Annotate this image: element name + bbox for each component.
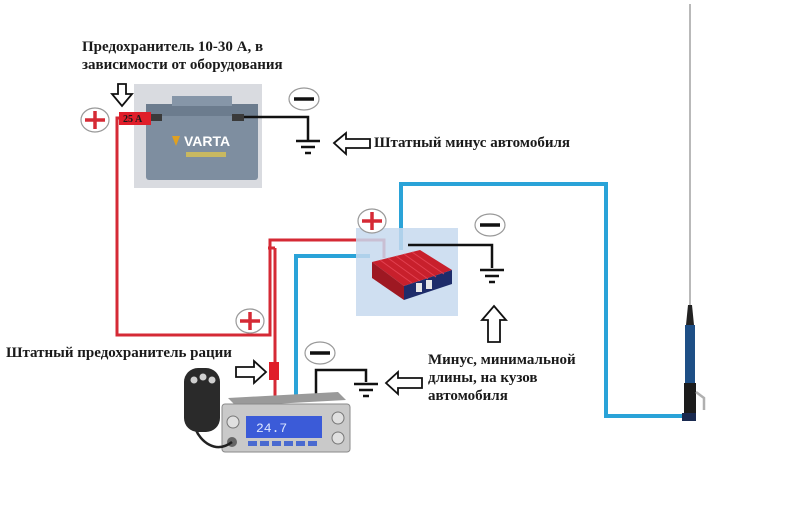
battery-fuse-label-line: зависимости от оборудования: [82, 57, 283, 73]
microphone-body: [184, 368, 220, 432]
ground-symbol-icon: [354, 382, 378, 398]
arrow-left-icon: [384, 369, 423, 397]
radio-fuse: [269, 362, 279, 380]
battery: VARTA: [134, 84, 262, 188]
plus-symbol-icon: [80, 107, 110, 133]
amp-ground-label-line: автомобиля: [428, 388, 508, 404]
arrow-left-icon: [332, 131, 371, 157]
minus-symbol-icon: [304, 341, 336, 365]
battery-terminal-negative: [232, 114, 244, 121]
coax-amp-to-antenna: [399, 182, 688, 418]
radio-display-value: 24.7: [256, 421, 287, 436]
radio-fuse-label: Штатный предохранитель рации: [6, 345, 232, 361]
car-ground-label: Штатный минус автомобиля: [374, 135, 571, 151]
battery-ground-wire: [244, 115, 310, 140]
radio-display: [246, 416, 322, 438]
microphone: [184, 368, 233, 449]
battery-lid: [146, 104, 258, 116]
cb-radio: 24.7: [221, 392, 351, 453]
radio-knob: [226, 415, 240, 429]
antenna: [682, 4, 706, 421]
plus-symbol-icon: [235, 308, 265, 334]
radio-knob: [331, 411, 345, 425]
arrow-right-icon: [235, 358, 268, 386]
ground-symbol-icon: [296, 139, 320, 155]
radio-ground-wire: [314, 368, 368, 398]
amp-ground-label: Минус, минимальной длины, на кузов автом…: [428, 351, 576, 405]
amp-ground-label-line: Минус, минимальной: [428, 352, 576, 368]
arrow-down-icon: [110, 83, 134, 108]
battery-fuse-rating: 25 A: [123, 114, 143, 125]
coax-radio-to-amp: [294, 254, 370, 400]
amp-ground-wire: [408, 243, 494, 268]
amp-ground-label-line: длины, на кузов: [428, 370, 538, 386]
varta-logo-icon: [172, 136, 180, 146]
battery-fuse: [119, 112, 151, 125]
battery-fuse-label: Предохранитель 10-30 А, в зависимости от…: [82, 38, 283, 74]
battery-body: [146, 110, 258, 180]
ground-symbol-icon: [480, 268, 504, 284]
minus-symbol-icon: [288, 87, 320, 111]
battery-fuse-label-line: Предохранитель 10-30 А, в: [82, 39, 264, 55]
arrow-up-icon: [480, 304, 508, 343]
amplifier: [356, 228, 458, 316]
antenna-coil: [685, 325, 695, 383]
battery-terminal-positive: [150, 114, 162, 121]
battery-brand: VARTA: [184, 133, 230, 149]
plus-symbol-icon: [357, 208, 387, 234]
minus-symbol-icon: [474, 213, 506, 237]
radio-knob: [331, 431, 345, 445]
